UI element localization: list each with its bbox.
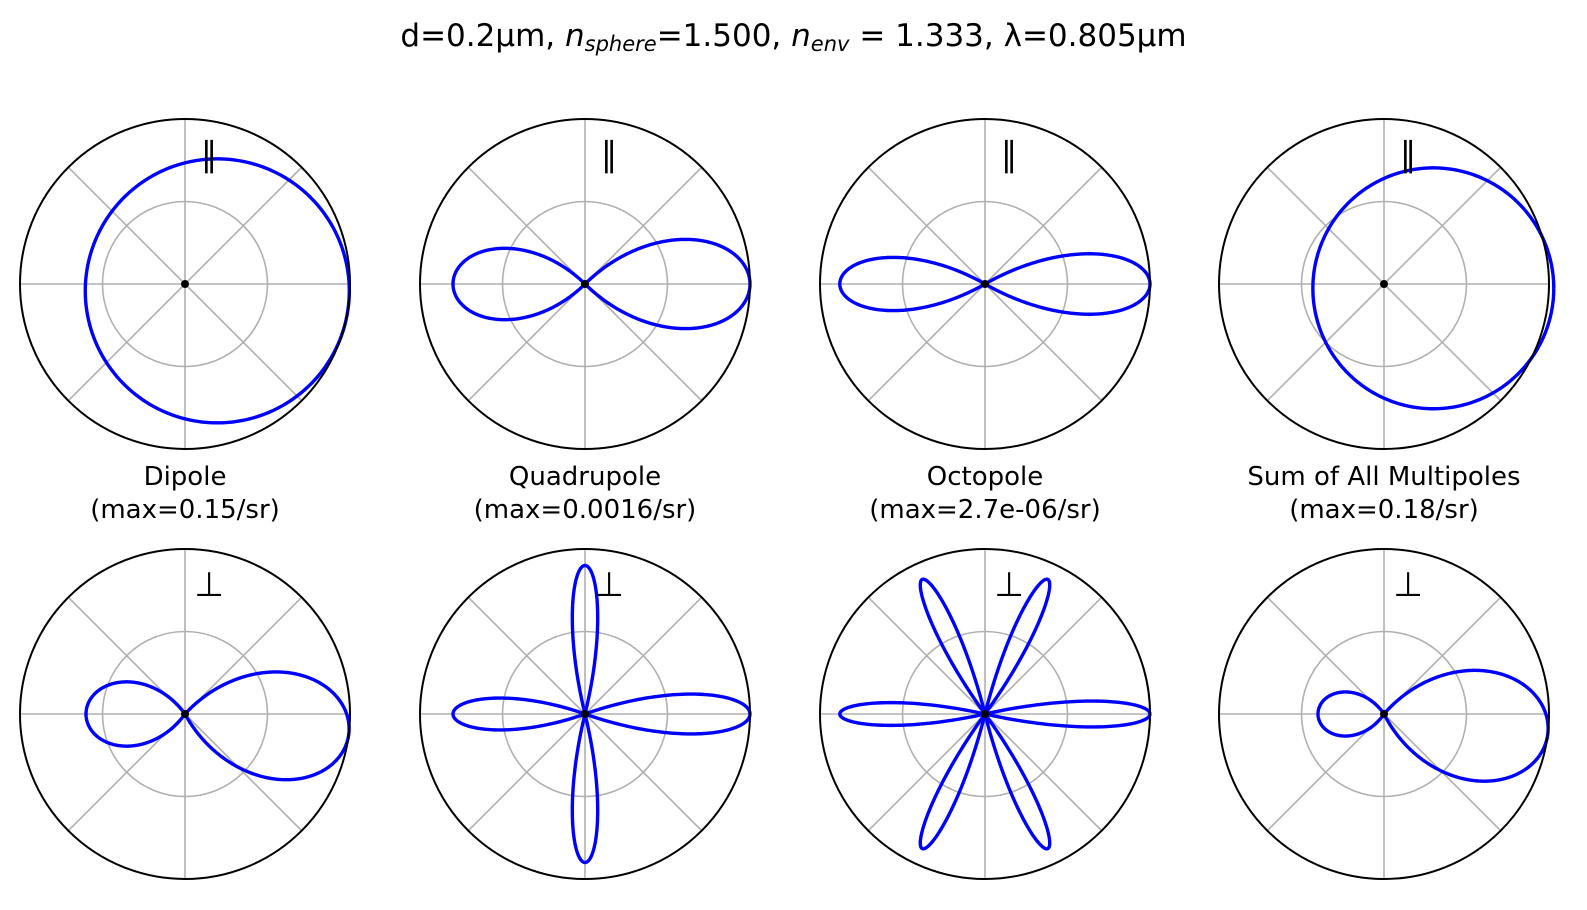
grid-spoke-135 [867,596,986,715]
polar-frame [819,548,1151,880]
grid-spoke-225 [467,713,586,832]
grid-spoke-315 [584,283,703,402]
polar-plot-parallel-dipole: ∥ [19,118,351,450]
grid-spoke-225 [867,283,986,402]
grid-spoke-315 [184,713,303,832]
grid-spoke-45 [584,166,703,285]
origin-dot [981,280,989,288]
polarization-label: ∥ [1001,135,1018,175]
title-diameter: d=0.2µm, [400,18,565,54]
radiation-curve [451,563,752,865]
origin-dot [981,710,989,718]
grid-spoke-225 [467,283,586,402]
radiation-curve [84,670,351,782]
caption-octopole: Octopole (max=2.7e-06/sr) [805,461,1165,527]
origin-dot [581,280,589,288]
grid-spoke-225 [867,713,986,832]
grid-spoke-315 [984,283,1103,402]
grid-spoke-225 [1266,713,1385,832]
polar-frame [819,118,1151,450]
polar-plot-perpendicular-sum-of-all-multipoles: ⊥ [1218,548,1550,880]
radiation-curve [83,157,351,425]
polarization-label: ⊥ [1393,565,1423,605]
caption-octopole-max: (max=2.7e-06/sr) [869,495,1101,525]
grid-spoke-315 [584,713,703,832]
radiation-curve [838,252,1152,316]
grid-spoke-45 [584,596,703,715]
grid-spoke-315 [184,283,303,402]
polarization-label: ⊥ [994,565,1024,605]
polar-frame [19,548,351,880]
caption-sum: Sum of All Multipoles (max=0.18/sr) [1204,461,1564,527]
polar-frame [419,548,751,880]
polar-frame [1218,118,1550,450]
polar-plot-perpendicular-quadrupole: ⊥ [419,548,752,880]
origin-dot [581,710,589,718]
polar-frame [1218,548,1550,880]
grid-spoke-135 [467,166,586,285]
title-n-sphere-symbol: n [564,18,585,54]
polarization-label: ∥ [201,135,218,175]
radiation-curve [451,237,752,331]
polarization-label: ∥ [601,135,618,175]
grid-spoke-135 [867,166,986,285]
grid-spoke-315 [984,713,1103,832]
caption-dipole-max: (max=0.15/sr) [90,495,280,525]
title-n-env-value: = 1.333, [849,18,1004,54]
figure-title: d=0.2µm, nsphere=1.500, nenv = 1.333, λ=… [0,14,1587,66]
caption-quadrupole-max: (max=0.0016/sr) [473,495,697,525]
grid-spoke-45 [184,166,303,285]
caption-sum-max: (max=0.18/sr) [1289,495,1479,525]
grid-spoke-135 [1266,596,1385,715]
grid-spoke-225 [67,283,186,402]
title-n-sphere-value: =1.500, [656,18,792,54]
title-n-env-symbol: n [791,18,811,54]
polar-plot-parallel-sum-of-all-multipoles: ∥ [1218,118,1556,450]
polarization-label: ⊥ [194,565,224,605]
radiation-curve [1316,668,1550,783]
grid-spoke-135 [467,596,586,715]
polarization-label: ⊥ [594,565,624,605]
caption-octopole-name: Octopole [926,462,1044,492]
caption-sum-name: Sum of All Multipoles [1247,462,1521,492]
radiation-curve [1311,166,1556,411]
polar-frame [419,118,751,450]
title-n-sphere-subscript: sphere [584,32,657,56]
polar-plot-parallel-octopole: ∥ [819,118,1152,450]
radiation-curve [838,577,1152,851]
grid-spoke-315 [1383,283,1502,402]
caption-quadrupole: Quadrupole (max=0.0016/sr) [405,461,765,527]
origin-dot [1380,280,1388,288]
polar-plot-perpendicular-dipole: ⊥ [19,548,351,880]
grid-spoke-45 [984,596,1103,715]
caption-dipole-name: Dipole [143,462,227,492]
title-n-env-subscript: env [810,32,850,56]
origin-dot [1380,710,1388,718]
polar-plot-perpendicular-octopole: ⊥ [819,548,1152,880]
grid-spoke-135 [67,166,186,285]
grid-spoke-45 [984,166,1103,285]
grid-spoke-135 [1266,166,1385,285]
caption-dipole: Dipole (max=0.15/sr) [5,461,365,527]
grid-spoke-45 [1383,166,1502,285]
polarization-label: ∥ [1400,135,1417,175]
title-wavelength: λ=0.805µm [1003,18,1187,54]
polar-plot-parallel-quadrupole: ∥ [419,118,752,450]
origin-dot [181,710,189,718]
origin-dot [181,280,189,288]
polar-frame [19,118,351,450]
caption-quadrupole-name: Quadrupole [508,462,662,492]
